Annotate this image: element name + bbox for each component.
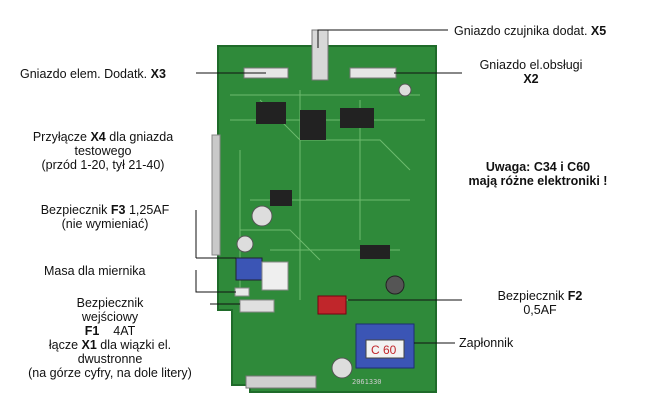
x5-connector bbox=[311, 29, 329, 81]
capacitors bbox=[236, 83, 412, 379]
warning-note: Uwaga: C34 i C60 mają różne elektroniki … bbox=[468, 160, 608, 188]
c60-marking: C 60 bbox=[371, 343, 397, 357]
board-marking: 2061330 bbox=[352, 378, 382, 386]
label-x5: Gniazdo czujnika dodat. X5 bbox=[454, 24, 607, 38]
relay bbox=[261, 261, 289, 291]
x2-connector bbox=[349, 67, 397, 79]
f2-fuse bbox=[317, 295, 347, 315]
label-x3: Gniazdo elem. Dodatk. X3 bbox=[20, 67, 166, 81]
f3-fuse bbox=[235, 257, 263, 281]
label-zaplonnik: Zapłonnik bbox=[459, 336, 514, 350]
label-x4: Przyłącze X4 dla gniazda testowego (przó… bbox=[32, 130, 174, 172]
pointer-lines bbox=[195, 29, 462, 344]
x1-connector bbox=[245, 375, 317, 389]
ic-chips bbox=[256, 102, 390, 259]
masa-point bbox=[234, 287, 250, 297]
label-x2: Gniazdo el.obsługi X2 bbox=[479, 58, 583, 86]
f1-fuse bbox=[239, 299, 275, 313]
x4-edge-connector bbox=[211, 134, 221, 256]
label-f1-x1: Bezpiecznik wejściowy F1 4AT łącze X1 dl… bbox=[28, 296, 192, 380]
label-f2: Bezpiecznik F2 0,5AF bbox=[497, 289, 583, 317]
label-masa: Masa dla miernika bbox=[44, 264, 146, 278]
label-f3: Bezpiecznik F3 1,25AF (nie wymieniać) bbox=[40, 203, 170, 231]
